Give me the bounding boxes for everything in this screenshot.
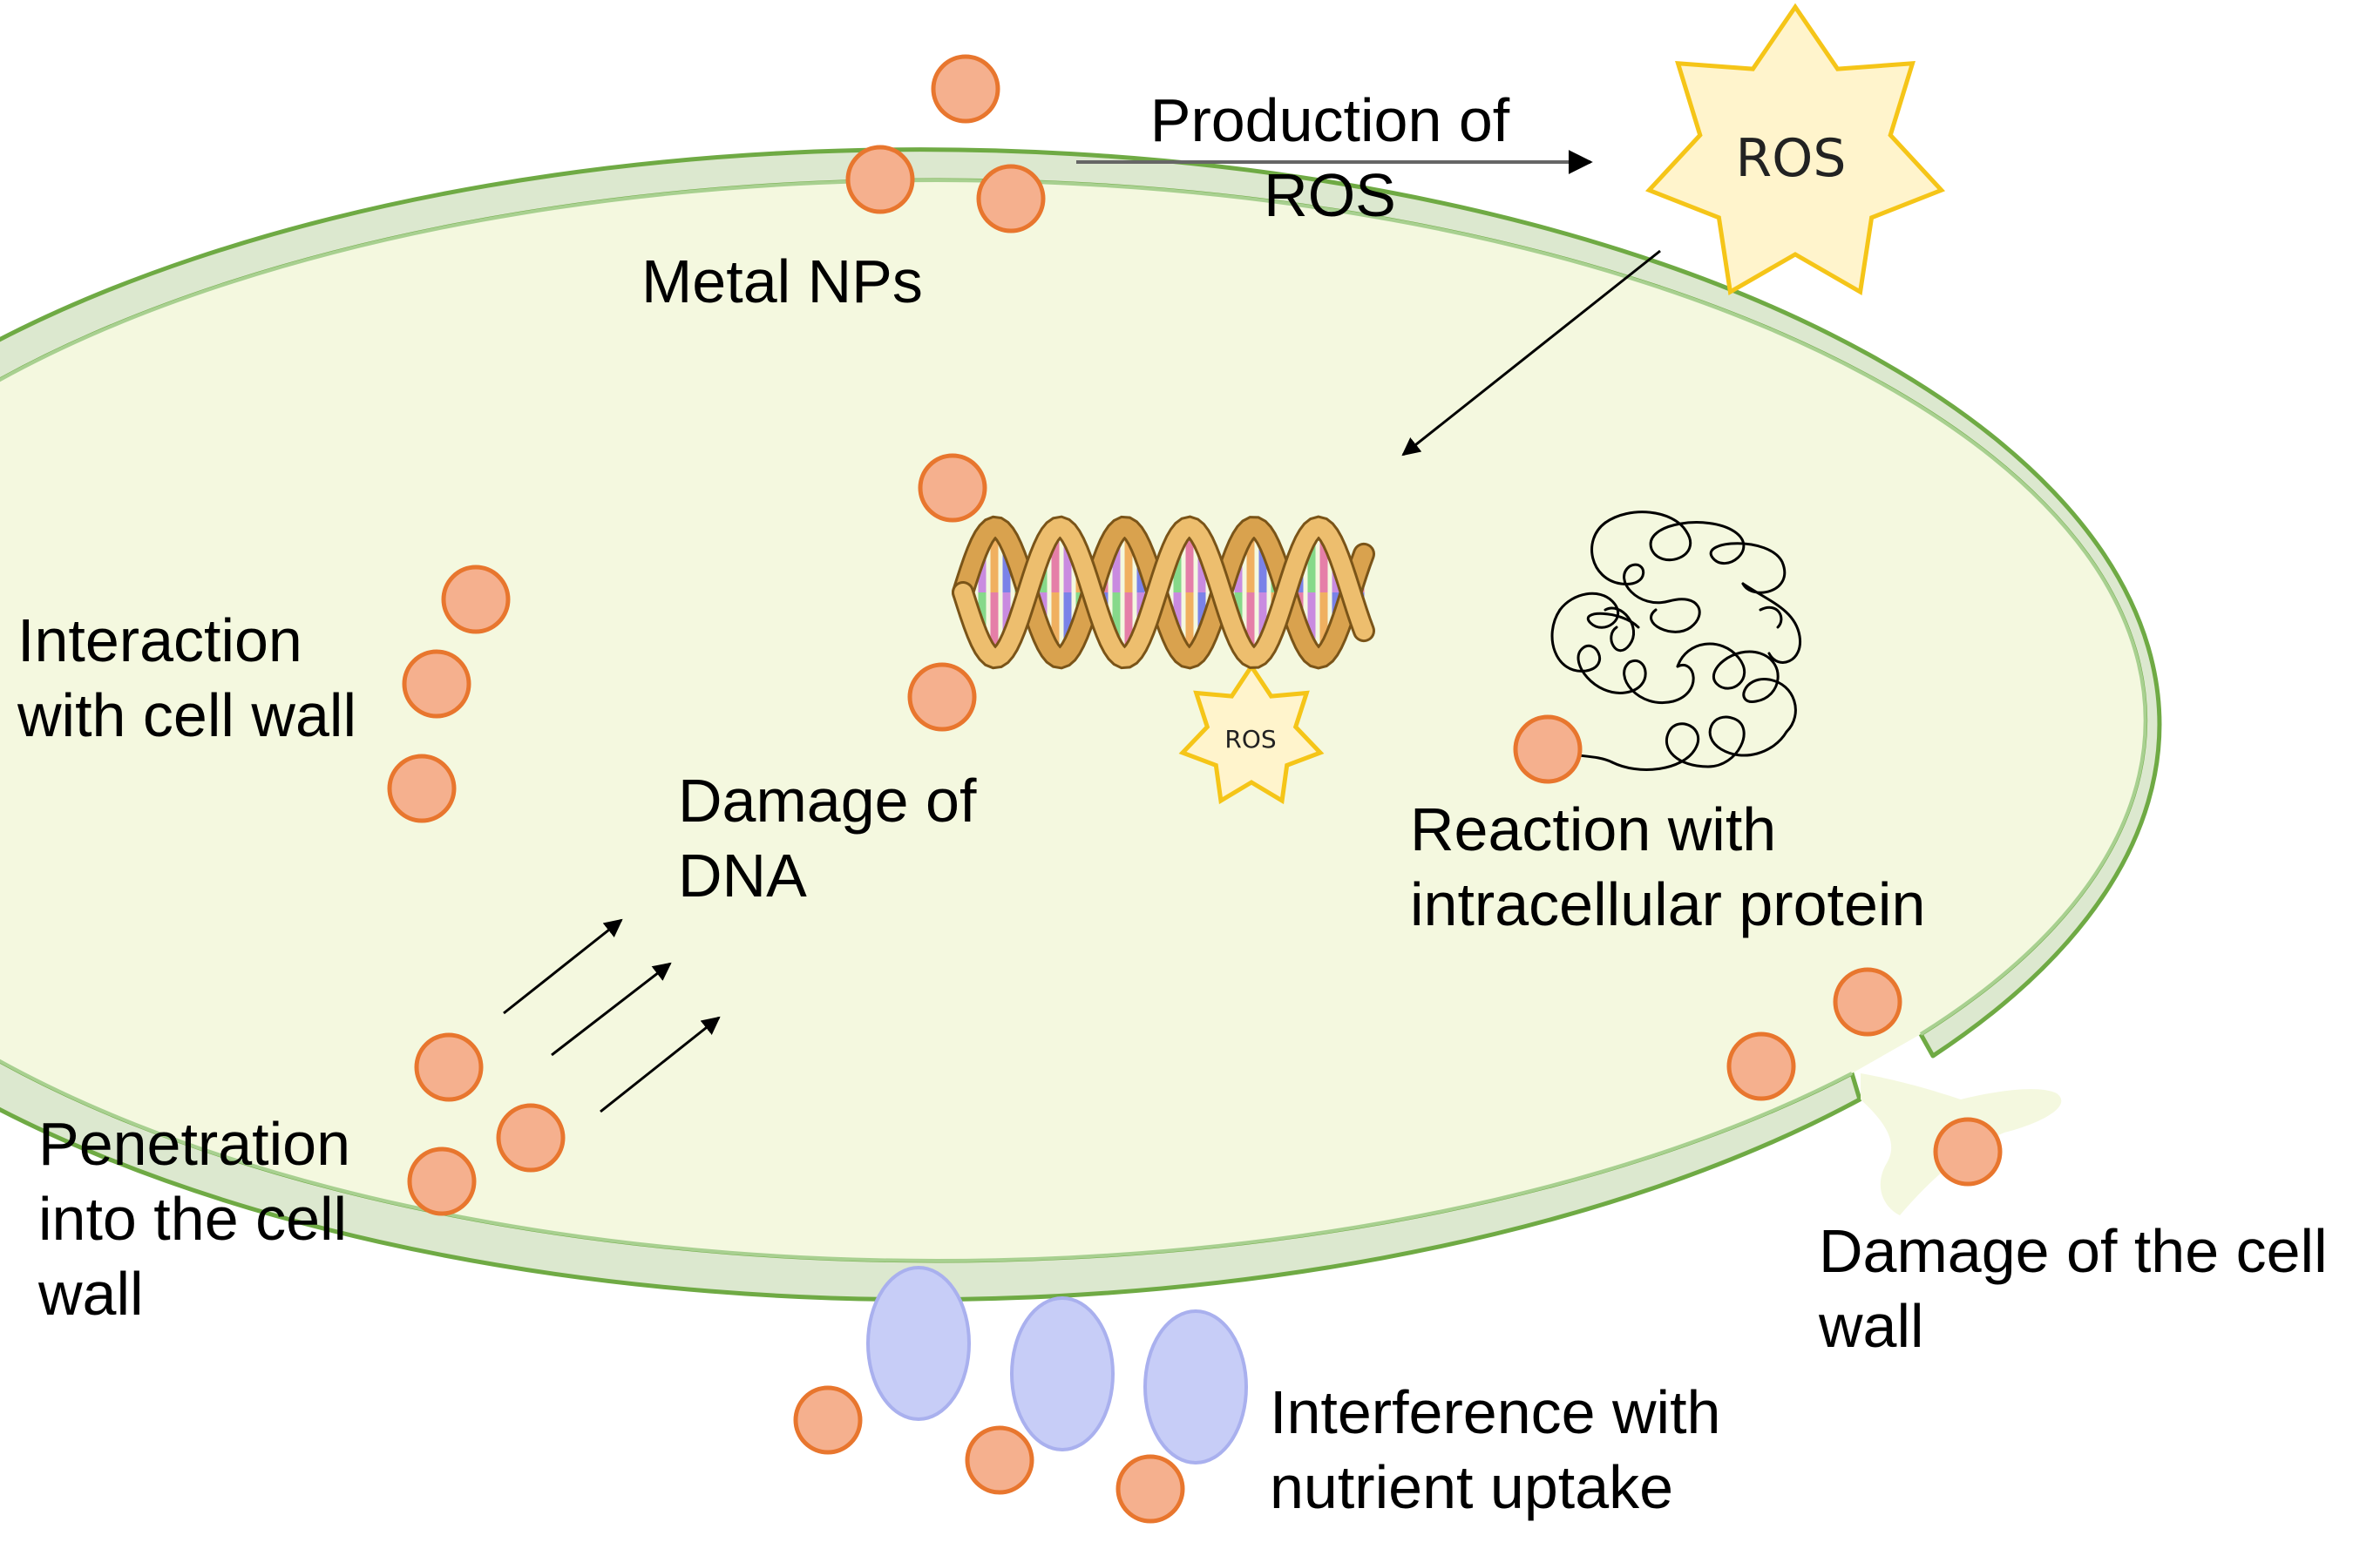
- nanoparticle-icon: [976, 164, 1046, 233]
- nutrient-particle-icon: [866, 1266, 971, 1421]
- damage-wall-line-1: Damage of the cell: [1819, 1217, 2328, 1285]
- nutrient-particle-icon: [1143, 1309, 1248, 1464]
- nanoparticle-icon: [1933, 1117, 2003, 1187]
- nutrient-line-2: nutrient uptake: [1270, 1453, 1674, 1521]
- nanoparticle-icon: [1513, 714, 1583, 784]
- nanoparticle-icon: [496, 1103, 566, 1173]
- nanoparticle-icon: [965, 1425, 1034, 1495]
- interaction-line-1: Interaction: [17, 606, 302, 674]
- damage-dna-label: Damage of DNA: [678, 763, 976, 913]
- penetration-arrow: [551, 962, 672, 1057]
- reaction-line-2: intracellular protein: [1410, 870, 1926, 938]
- nanoparticle-icon: [1115, 1454, 1185, 1524]
- damage-wall-label: Damage of the cell wall: [1819, 1214, 2328, 1363]
- nanoparticle-icon: [907, 662, 977, 732]
- nanoparticle-icon: [845, 145, 915, 214]
- nanoparticles: [387, 54, 2003, 1524]
- nanoparticle-icon: [931, 54, 1000, 124]
- nanoparticle-icon: [387, 754, 457, 823]
- interaction-label: Interaction with cell wall: [17, 603, 356, 753]
- penetration-line-2: into the cell: [38, 1185, 348, 1253]
- penetration-line-3: wall: [38, 1260, 144, 1328]
- cell-membrane: [0, 178, 2147, 1262]
- metal-nps-label: Metal NPs: [641, 244, 923, 319]
- nutrient-label: Interference with nutrient uptake: [1270, 1375, 1720, 1525]
- nanoparticle-icon: [793, 1385, 863, 1455]
- penetration-line-1: Penetration: [38, 1110, 351, 1178]
- penetration-arrow: [600, 1016, 721, 1113]
- dna-helix-icon: [952, 515, 1375, 670]
- ros-star-icon: [1178, 662, 1325, 805]
- nanoparticle-icon: [1833, 967, 1902, 1037]
- interaction-line-2: with cell wall: [17, 681, 356, 749]
- penetration-arrow: [503, 918, 623, 1015]
- penetration-label: Penetration into the cell wall: [38, 1106, 350, 1331]
- nanoparticle-icon: [441, 565, 511, 634]
- ros-small-label: ROS: [1224, 725, 1276, 754]
- nutrient-line-1: Interference with: [1270, 1378, 1721, 1446]
- production-line-1: Production of: [1149, 86, 1510, 154]
- nanoparticle-icon: [407, 1147, 477, 1216]
- nanoparticle-icon: [918, 453, 987, 523]
- damage-dna-line-2: DNA: [678, 842, 807, 910]
- reaction-line-1: Reaction with: [1410, 795, 1777, 863]
- dna-strand: [954, 517, 1373, 667]
- reaction-protein-label: Reaction with intracellular protein: [1410, 792, 1925, 942]
- ros-large-label: ROS: [1735, 128, 1846, 189]
- cell: [0, 147, 2162, 1302]
- nanoparticle-icon: [1726, 1032, 1796, 1101]
- metal-nps-text: Metal NPs: [641, 247, 923, 315]
- protein-coil-icon: [1545, 511, 1802, 771]
- nanoparticle-icon: [402, 649, 471, 719]
- nutrient-particles: [866, 1266, 1248, 1464]
- ros-star-icon: [1644, 3, 1946, 295]
- damage-dna-line-1: Damage of: [678, 767, 977, 835]
- production-line-2: ROS: [1264, 161, 1396, 229]
- production-of-ros-label: Production of ROS: [1121, 83, 1539, 233]
- ros-star-large: ROS: [1644, 3, 1946, 295]
- damage-wall-line-2: wall: [1819, 1292, 1924, 1360]
- nanoparticle-icon: [414, 1032, 484, 1102]
- nutrient-particle-icon: [1010, 1296, 1115, 1451]
- ros-to-cell-arrow: [1401, 249, 1661, 457]
- ros-star-small: ROS: [1178, 662, 1325, 805]
